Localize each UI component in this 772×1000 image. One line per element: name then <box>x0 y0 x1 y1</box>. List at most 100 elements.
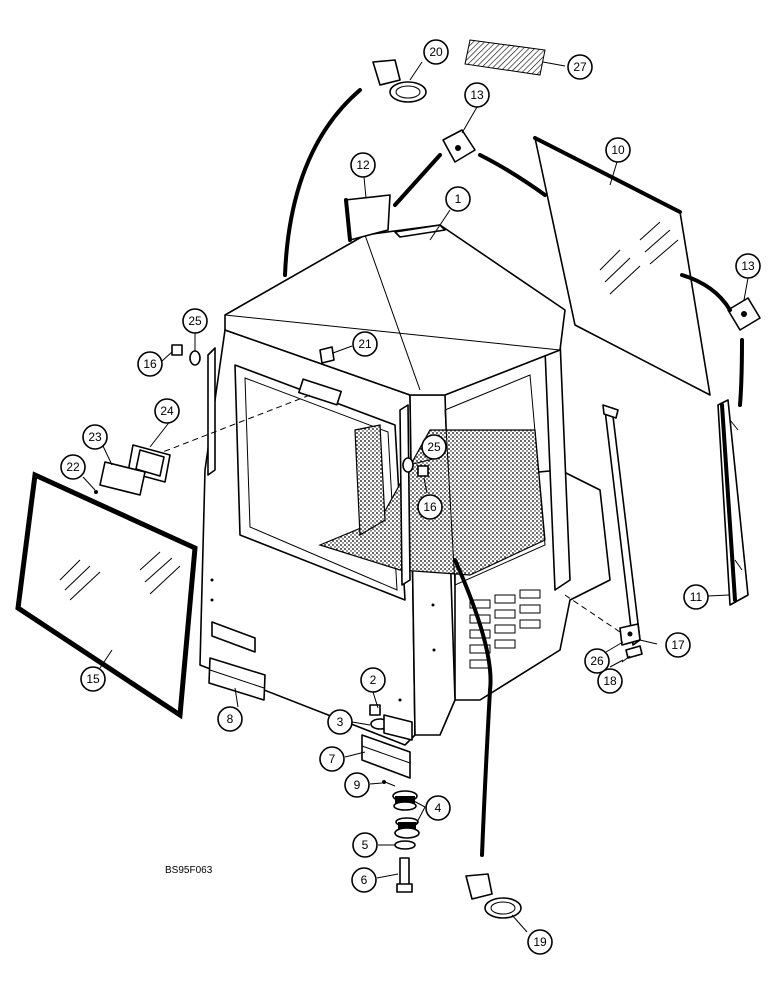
roof-diagonal-b <box>364 234 421 391</box>
svg-text:6: 6 <box>361 873 368 887</box>
svg-text:18: 18 <box>603 674 617 688</box>
svg-text:15: 15 <box>86 672 100 686</box>
screw-9-head <box>382 780 386 784</box>
glass-12-edge <box>344 198 352 242</box>
svg-text:3: 3 <box>337 715 344 729</box>
callout-12: 12 <box>350 152 376 178</box>
callout-23: 23 <box>82 424 108 450</box>
svg-text:25: 25 <box>188 314 202 328</box>
svg-text:26: 26 <box>590 654 604 668</box>
panel-hole <box>431 603 435 607</box>
part-2-bolt <box>369 704 381 716</box>
panel-hole <box>210 578 214 582</box>
bolt-18-shank <box>621 655 631 663</box>
cab-interior-wall <box>354 424 386 537</box>
bracket-plate <box>383 714 413 741</box>
roof-diagonal-a <box>224 314 561 351</box>
part-27-filter <box>465 40 545 75</box>
svg-text:13: 13 <box>741 259 755 273</box>
panel-hole <box>210 598 214 602</box>
callout-13-top: 13 <box>464 82 490 108</box>
callout-16-right: 16 <box>417 494 443 520</box>
svg-text:12: 12 <box>356 158 370 172</box>
svg-text:20: 20 <box>429 45 443 59</box>
callout-26: 26 <box>584 648 610 674</box>
callout-4: 4 <box>425 795 451 821</box>
part-25-washer-left <box>189 350 201 366</box>
callout-25-left: 25 <box>182 308 208 334</box>
callout-17: 17 <box>665 632 691 658</box>
assembly-line <box>564 594 621 633</box>
svg-text:9: 9 <box>354 778 361 792</box>
callout-22: 22 <box>60 454 86 480</box>
panel-hole <box>398 698 402 702</box>
callout-20: 20 <box>423 39 449 65</box>
callout-16-left: 16 <box>137 351 163 377</box>
roof-edge <box>224 329 561 396</box>
part-13-corner-seal-right <box>727 297 761 331</box>
svg-text:1: 1 <box>455 192 462 206</box>
part-19-hose-fitting <box>465 873 522 919</box>
svg-text:19: 19 <box>533 935 547 949</box>
svg-text:24: 24 <box>160 404 174 418</box>
panel-hole <box>432 648 436 652</box>
lower-step <box>211 621 256 653</box>
callout-9: 9 <box>344 772 370 798</box>
front-handrail <box>399 404 411 586</box>
svg-text:23: 23 <box>88 430 102 444</box>
part-13-corner-seal-top <box>442 129 476 163</box>
svg-text:17: 17 <box>671 638 685 652</box>
part-22-screw <box>94 490 98 494</box>
roof-vent <box>394 224 446 238</box>
callout-1: 1 <box>445 186 471 212</box>
bracket-hole <box>627 631 633 637</box>
callout-27: 27 <box>567 54 593 80</box>
assembly-line <box>154 394 311 456</box>
left-handrail <box>207 347 216 476</box>
glass-15-hatch <box>59 551 181 601</box>
svg-text:10: 10 <box>611 143 625 157</box>
part-18-bolt <box>625 645 643 659</box>
callout-13-right: 13 <box>735 253 761 279</box>
part-25-washer-right <box>402 457 414 473</box>
svg-text:22: 22 <box>66 460 80 474</box>
part-15-door-glass <box>15 471 198 720</box>
svg-text:2: 2 <box>370 673 377 687</box>
step-plate-8-lip <box>209 669 265 689</box>
part-16-bolt-right <box>417 465 429 477</box>
weatherstrip-seals <box>283 88 744 857</box>
svg-text:11: 11 <box>690 590 703 604</box>
part-4-isolator-lower <box>394 817 420 839</box>
glass-11-mark <box>729 419 743 571</box>
dome-light-mount <box>298 378 342 406</box>
svg-text:8: 8 <box>227 712 234 726</box>
callout-15: 15 <box>80 666 106 692</box>
callout-21: 21 <box>352 331 378 357</box>
part-16-bolt-left <box>171 344 183 356</box>
callout-3: 3 <box>327 709 353 735</box>
part-6-bolt <box>396 857 413 893</box>
svg-text:7: 7 <box>329 752 336 766</box>
part-23-light-lens <box>99 461 146 496</box>
part-4-isolator-upper <box>392 790 418 811</box>
callout-5: 5 <box>352 832 378 858</box>
callout-6: 6 <box>351 867 377 893</box>
svg-text:27: 27 <box>573 60 587 74</box>
callout-25-right: 25 <box>421 434 447 460</box>
glass-10-hatch <box>599 221 679 295</box>
leader-lines <box>82 61 749 933</box>
svg-text:25: 25 <box>427 440 441 454</box>
callout-8: 8 <box>217 706 243 732</box>
part-9-screw <box>384 781 396 787</box>
callout-7: 7 <box>319 746 345 772</box>
grab-handle-top-end <box>602 404 619 419</box>
callout-11: 11 <box>683 584 709 610</box>
part-5-washer <box>394 840 416 850</box>
svg-text:13: 13 <box>470 88 484 102</box>
callout-2: 2 <box>360 667 386 693</box>
svg-text:21: 21 <box>358 337 372 351</box>
drawing-code: BS95F063 <box>165 865 213 876</box>
rear-window-opening <box>444 374 546 586</box>
glass-11-edge <box>720 403 737 602</box>
part-21-cap <box>319 346 335 364</box>
